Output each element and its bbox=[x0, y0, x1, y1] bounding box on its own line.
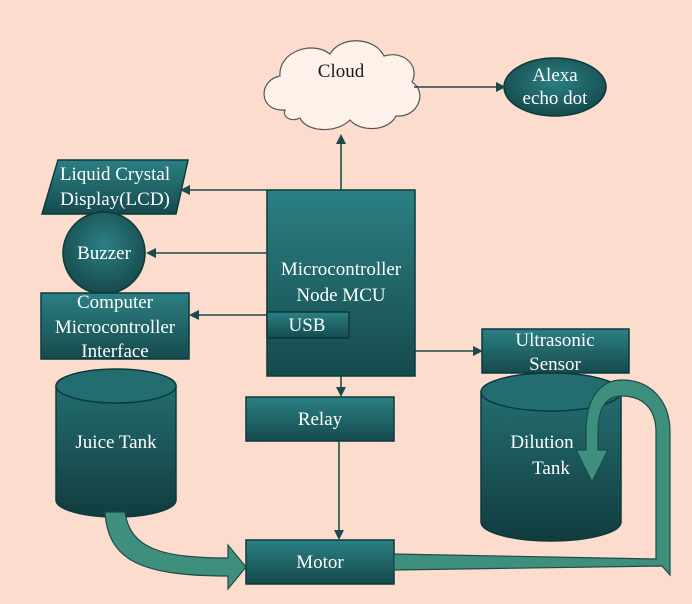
dilution-tank-label-line2: Tank bbox=[532, 458, 570, 479]
cloud-shape bbox=[263, 40, 421, 131]
motor-node: Motor bbox=[245, 539, 395, 585]
cloud-label: Cloud bbox=[318, 61, 365, 82]
relay-box bbox=[245, 396, 395, 442]
pipe-motor-to-dilution bbox=[393, 379, 671, 577]
alexa-label-line2: echo dot bbox=[523, 88, 589, 109]
juice-pipe-shape bbox=[104, 511, 247, 591]
mcu-label-line2: Node MCU bbox=[296, 285, 385, 306]
computer-interface-line1: Computer bbox=[77, 292, 154, 313]
motor-label: Motor bbox=[296, 552, 344, 573]
lcd-label-line2: Display(LCD) bbox=[60, 189, 170, 210]
relay-label: Relay bbox=[298, 409, 343, 430]
mcu-label-line1: Microcontroller bbox=[281, 259, 402, 280]
computer-interface-node: Computer Microcontroller Interface bbox=[40, 292, 190, 362]
dilution-tank-label-line1: Dilution bbox=[510, 432, 574, 453]
alexa-label-line1: Alexa bbox=[532, 65, 578, 86]
mcu-box bbox=[266, 189, 416, 377]
motor-box bbox=[245, 539, 395, 585]
ultrasonic-label-line1: Ultrasonic bbox=[515, 330, 594, 351]
usb-box bbox=[266, 311, 350, 339]
juice-tank-label: Juice Tank bbox=[75, 432, 157, 453]
computer-interface-line2: Microcontroller bbox=[55, 317, 176, 338]
computer-interface-box bbox=[40, 292, 190, 360]
ultrasonic-label-line2: Sensor bbox=[529, 354, 581, 375]
mcu-node: Microcontroller Node MCU USB bbox=[266, 189, 416, 377]
lcd-label-line1: Liquid Crystal bbox=[60, 164, 170, 185]
relay-node: Relay bbox=[245, 396, 395, 442]
juice-tank-node: Juice Tank bbox=[55, 368, 177, 518]
dilution-pipe-shape bbox=[393, 379, 671, 577]
juice-tank-top bbox=[55, 368, 177, 404]
computer-interface-line3: Interface bbox=[81, 341, 149, 362]
cloud-node: Cloud bbox=[263, 40, 421, 131]
buzzer-label: Buzzer bbox=[77, 243, 131, 264]
buzzer-node: Buzzer bbox=[62, 211, 146, 295]
lcd-node: Liquid Crystal Display(LCD) bbox=[40, 159, 189, 215]
alexa-node: Alexa echo dot bbox=[503, 57, 607, 117]
ultrasonic-node: Ultrasonic Sensor bbox=[481, 328, 630, 375]
usb-label: USB bbox=[289, 315, 326, 336]
lcd-shape bbox=[40, 159, 189, 215]
pipe-juice-to-motor bbox=[104, 511, 247, 591]
connectors bbox=[146, 82, 506, 540]
